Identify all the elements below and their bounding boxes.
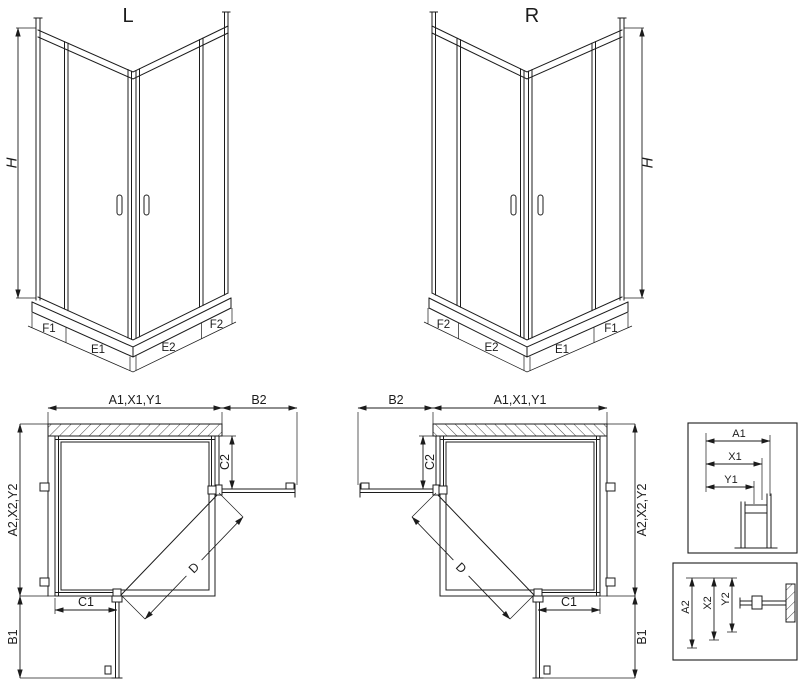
plan-right-c2-label: C2	[423, 454, 437, 470]
detail-x1-label: X1	[728, 451, 741, 463]
plan-outline	[47, 435, 296, 679]
detail-a2-profile	[739, 583, 787, 623]
plan-left-c2-label: C2	[218, 454, 232, 470]
door1-hinge	[215, 484, 223, 496]
wall-strip	[47, 423, 223, 437]
front-right-cell-e1: E1	[555, 344, 569, 356]
door-handles	[116, 194, 150, 216]
front-left-cell-e1: E1	[91, 344, 105, 356]
front-right-cell-f2: F2	[437, 319, 450, 331]
front-view-left-graphics	[15, 11, 237, 373]
plan-right-depth-label: A2,X2,Y2	[635, 484, 649, 537]
detail-a2-references	[686, 577, 737, 649]
plan-left-depth-label: A2,X2,Y2	[6, 484, 20, 537]
detail-x2-label: X2	[702, 596, 714, 609]
detail-panel-a1: A1 X1 Y1	[687, 422, 798, 554]
plan-left-c1-label: C1	[78, 595, 94, 609]
detail-a2-frame	[672, 562, 798, 661]
vertical-frames	[33, 11, 231, 340]
plan-extension-lines	[20, 412, 298, 679]
front-left-title: L	[122, 5, 133, 27]
detail-y2-label: Y2	[720, 592, 732, 605]
plan-view-right-graphics	[358, 408, 635, 678]
detail-a1-frame	[687, 422, 798, 554]
front-left-cell-f1: F1	[42, 323, 55, 335]
front-left-cell-e2: E2	[161, 342, 175, 354]
wall-bracket-lower	[39, 577, 50, 587]
handle-left-door	[116, 194, 123, 216]
plan-left-b1-label: B1	[6, 629, 20, 644]
door2-handle	[104, 665, 112, 675]
front-right-height-label: H	[640, 157, 657, 168]
detail-y1-label: Y1	[724, 474, 737, 486]
plan-profiles	[39, 482, 295, 675]
plan-right-c1-label: C1	[561, 595, 577, 609]
detail-a1-label: A1	[732, 428, 745, 440]
handle-right-door	[143, 194, 150, 216]
plan-view-left-graphics	[17, 405, 298, 679]
plan-right-b2-label: B2	[388, 393, 403, 407]
front-right-cell-f1: F1	[604, 323, 617, 335]
detail-a1-bracket	[744, 504, 768, 514]
door2-hinge	[111, 595, 123, 603]
d-label-backing	[447, 553, 476, 582]
d-label-backing	[179, 553, 208, 582]
front-view-right-graphics	[424, 12, 644, 372]
front-left-height-label: H	[4, 157, 21, 168]
plan-right-width-label: A1,X1,Y1	[494, 393, 547, 407]
shower-tray	[31, 297, 232, 358]
bottom-dimension-cells	[27, 308, 237, 373]
glass-edges	[37, 25, 229, 341]
front-right-title: R	[525, 5, 539, 27]
detail-a2-bracket	[751, 595, 763, 610]
plan-dimensions	[17, 405, 298, 679]
detail-a2-label: A2	[680, 600, 692, 613]
wall-bracket-upper	[39, 482, 50, 492]
plan-right-b1-label: B1	[635, 629, 649, 644]
detail-a1-references	[705, 433, 771, 504]
detail-a1-profile	[734, 493, 778, 549]
height-extension-lines	[16, 27, 36, 299]
detail-a2-wall	[785, 583, 796, 623]
detail-panel-a2: A2 X2 Y2	[672, 562, 798, 661]
plan-left-width-label: A1,X1,Y1	[109, 393, 162, 407]
plan-right-d-label-group: D	[447, 553, 476, 582]
plan-left-b2-label: B2	[251, 393, 266, 407]
door1-handle	[285, 482, 295, 490]
plan-left-d-label-group: D	[179, 553, 208, 582]
front-left-cell-f2: F2	[210, 319, 223, 331]
fixed-panel-profile-right	[207, 485, 217, 495]
front-right-cell-e2: E2	[484, 342, 498, 354]
